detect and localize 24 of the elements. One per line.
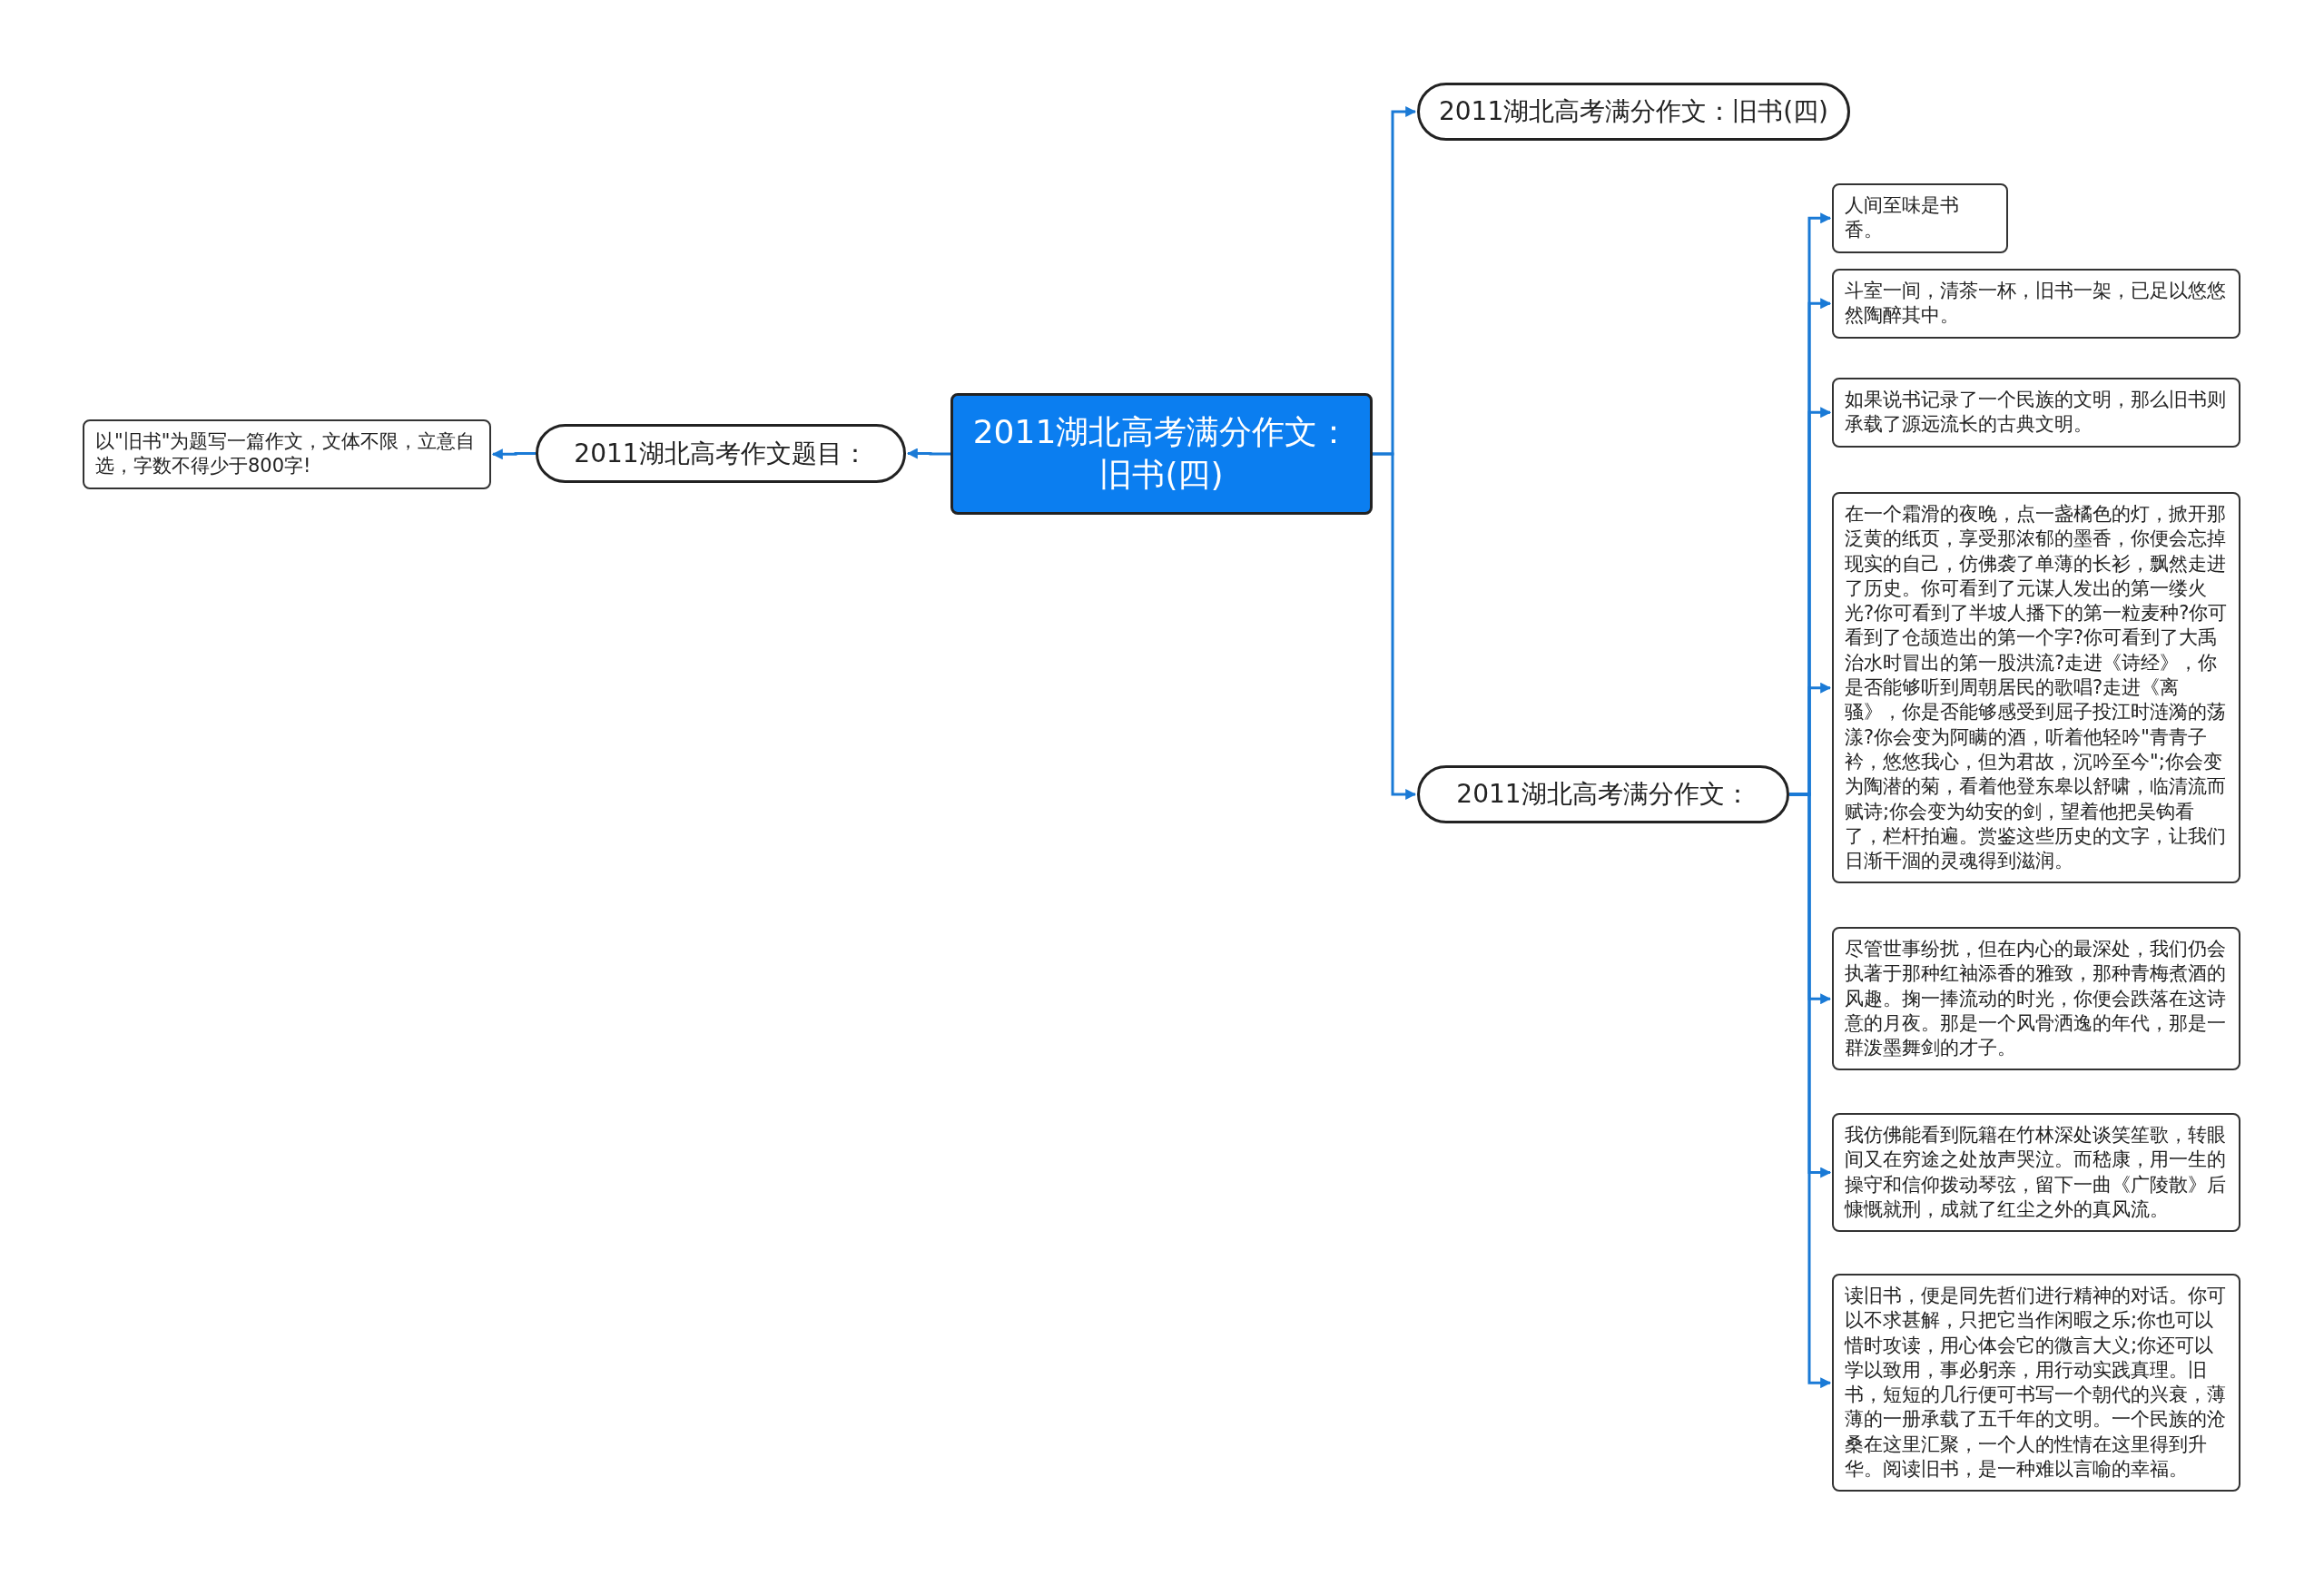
- connector-arrow: [491, 448, 536, 460]
- node-text: 我仿佛能看到阮籍在竹林深处谈笑笙歌，转眼间又在穷途之处放声哭泣。而嵇康，用一生的操守和信仰拨动琴弦，留下一曲《广陵散》后慷慨就刑，成就了红尘之外的真风流。: [1845, 1123, 2227, 1222]
- node-text: 读旧书，便是同先哲们进行精神的对话。你可以不求甚解，只把它当作闲暇之乐;你也可以惜时攻读，用心体会它的微言大义;你还可以学以致用，事必躬亲，用行动实践真理。旧书，短短的几行便可书写一个朝代的兴衰，薄薄的一册承载了五千年的文明。一个民族的沧桑在这里汇聚，一个人的性情在这里得到升华。阅读旧书，是一种难以言喻的幸福。: [1845, 1284, 2227, 1482]
- text-card: [1832, 1113, 2240, 1233]
- text-card: [1832, 927, 2240, 1071]
- text-card: [83, 419, 491, 489]
- connector-arrow: [906, 448, 950, 459]
- node-text: 2011湖北高考满分作文：旧书(四): [1438, 96, 1829, 127]
- node-text: 以"旧书"为题写一篇作文，文体不限，立意自选，字数不得少于800字!: [95, 429, 477, 479]
- text-card: [1832, 269, 2240, 339]
- node-text: 2011湖北高考作文题目：: [574, 438, 868, 469]
- topic-pill: [1417, 765, 1789, 823]
- connector-arrow: [1373, 452, 1417, 800]
- topic-pill: [1417, 83, 1850, 141]
- node-text: 斗室一间，清茶一杯，旧书一架，已足以悠悠然陶醉其中。: [1845, 279, 2227, 329]
- text-card: [1832, 183, 2008, 253]
- node-text: 在一个霜滑的夜晚，点一盏橘色的灯，掀开那泛黄的纸页，享受那浓郁的墨香，你便会忘掉现实的自己，仿佛袭了单薄的长衫，飘然走进了历史。你可看到了元谋人发出的第一缕火光?你可看到了半坡人播下的第一粒麦种?你可看到了仓颉造出的第一个字?你可看到了大禹治水时冒出的第一股洪流?走进《诗经》，你是否能够听到周朝居民的歌唱?走进《离骚》，你是否能够感受到屈子投江时涟漪的荡漾?你会变为阿瞒的酒，听着他轻吟"青青子衿，悠悠我心，但为君故，沉吟至今";你会变为陶潜的菊，看着他登东皋以舒啸，临清流而赋诗;你会变为幼安的剑，望着他把吴钩看了，栏杆拍遍。赏鉴这些历史的文字，让我们日渐干涸的灵魂得到滋润。: [1845, 502, 2228, 874]
- node-text: 2011湖北高考满分作文：: [1456, 779, 1750, 810]
- node-text: 如果说书记录了一个民族的文明，那么旧书则承载了源远流长的古典文明。: [1845, 388, 2227, 438]
- node-text: 人间至味是书香。: [1845, 193, 1960, 243]
- central-topic: [950, 393, 1373, 515]
- text-card: [1832, 378, 2240, 448]
- node-text: 2011湖北高考满分作文：旧书(四): [971, 412, 1352, 495]
- node-text: 尽管世事纷扰，但在内心的最深处，我们仍会执著于那种红袖添香的雅致，那种青梅煮酒的风趣。掬一捧流动的时光，你便会跌落在这诗意的月夜。那是一个风骨洒逸的年代，那是一群泼墨舞剑的才子。: [1845, 937, 2227, 1061]
